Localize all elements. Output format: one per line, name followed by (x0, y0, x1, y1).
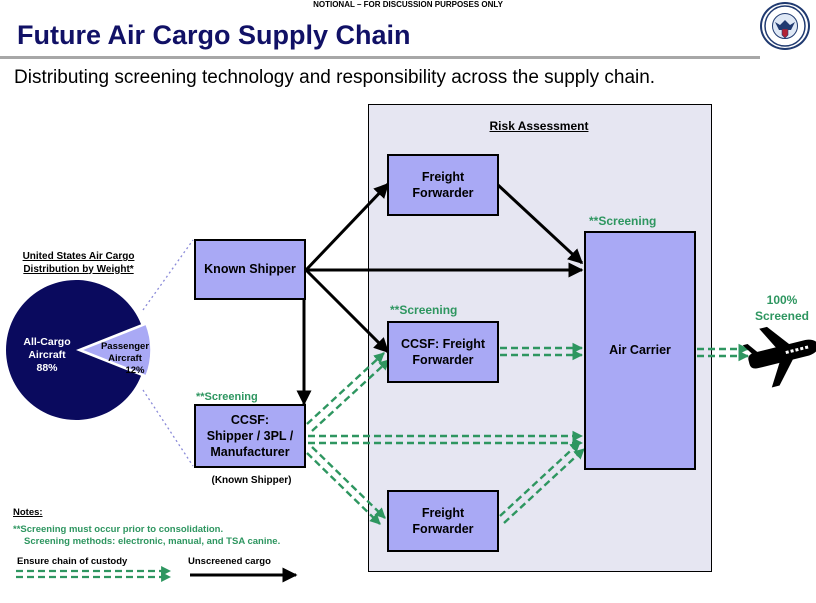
custody-carrier-to-airplane (697, 343, 750, 362)
pie-callout-bottom (142, 389, 194, 467)
legend-dashed-label: Ensure chain of custody (17, 556, 128, 567)
pie-title-line1: United States Air Cargo (22, 251, 135, 262)
risk-assessment-title: Risk Assessment (489, 119, 589, 133)
freight-forwarder-bottom-box: Freight Forwarder (387, 490, 499, 552)
dhs-seal-icon (760, 2, 810, 50)
custody-shipper-to-ccsf-ff (306, 352, 390, 432)
screening-label-carrier: **Screening (589, 214, 657, 228)
ccsf-shipper-box: CCSF: Shipper / 3PL / Manufacturer (194, 404, 306, 468)
legend-dashed-sample (16, 566, 171, 582)
custody-arrows (306, 342, 750, 525)
notional-banner: NOTIONAL – FOR DISCUSSION PURPOSES ONLY (313, 0, 503, 9)
screening-label-ccsf-ff: **Screening (390, 303, 458, 317)
pie-label-passenger-line1: Passenger (100, 341, 150, 352)
pie-callout-top (142, 239, 194, 311)
freight-forwarder-top-box: Freight Forwarder (387, 154, 499, 216)
known-shipper-box: Known Shipper (194, 239, 306, 300)
screening-label-ccsf-shipper: **Screening (196, 391, 258, 403)
airplane-icon (742, 326, 816, 388)
ccsf-ff-line1: CCSF: Freight (400, 336, 486, 351)
pie-slice-passenger (78, 323, 152, 377)
notes-heading: Notes: (13, 507, 43, 518)
pie-title: United States Air Cargo Distribution by … (6, 251, 151, 276)
unscreened-arrows (296, 182, 584, 406)
screened-text: Screened (754, 308, 810, 323)
custody-shipper-to-ff-bottom (306, 446, 386, 525)
screened-label: 100% Screened (745, 293, 816, 324)
pie-value-all-cargo: 88% (36, 362, 58, 375)
pie-label-passenger: Passenger Aircraft 12% (94, 341, 156, 377)
ccsf-shipper-line2: Shipper / 3PL / (206, 428, 294, 443)
ccsf-shipper-caption: (Known Shipper) (211, 475, 292, 486)
ccsf-freight-forwarder-box: CCSF: Freight Forwarder (387, 321, 499, 383)
cargo-distribution-pie (5, 280, 152, 420)
arrow-known-to-ccsf-ff (304, 268, 390, 354)
pie-slice-all-cargo (5, 280, 142, 420)
title-divider (0, 56, 760, 59)
legend-solid-label: Unscreened cargo (188, 556, 271, 567)
custody-ccsf-ff-to-carrier (500, 342, 584, 361)
air-carrier-box: Air Carrier (584, 231, 696, 470)
ff-bottom-line1: Freight (421, 505, 465, 520)
ccsf-shipper-line3: Manufacturer (210, 445, 290, 460)
ccsf-ff-line2: Forwarder (412, 353, 474, 367)
custody-shipper-to-carrier (308, 430, 584, 449)
air-carrier-label: Air Carrier (609, 343, 671, 358)
pie-title-line2: Distribution by Weight* (23, 263, 134, 275)
notes-line2: Screening methods: electronic, manual, a… (24, 536, 281, 547)
ff-top-line1: Freight (421, 169, 465, 184)
page-title: Future Air Cargo Supply Chain (17, 20, 411, 50)
pie-label-all-cargo: All-Cargo Aircraft 88% (13, 336, 81, 375)
custody-ff-bottom-to-carrier (499, 441, 585, 524)
page-subtitle: Distributing screening technology and re… (14, 67, 656, 88)
notes-line1: **Screening must occur prior to consolid… (13, 524, 224, 535)
screened-percent: 100% (766, 293, 798, 307)
ccsf-shipper-line1: CCSF: (230, 412, 270, 427)
known-shipper-label: Known Shipper (204, 262, 296, 277)
pie-value-passenger: 12% (125, 364, 145, 376)
arrow-ff-top-to-carrier (496, 183, 584, 265)
arrow-known-to-ff-top (304, 182, 390, 272)
ff-top-line2: Forwarder (412, 186, 474, 200)
pie-label-passenger-line2: Aircraft (108, 352, 142, 364)
ff-bottom-line2: Forwarder (412, 522, 474, 536)
pie-label-all-cargo-line1: All-Cargo (23, 336, 71, 348)
pie-label-all-cargo-line2: Aircraft (28, 349, 66, 362)
